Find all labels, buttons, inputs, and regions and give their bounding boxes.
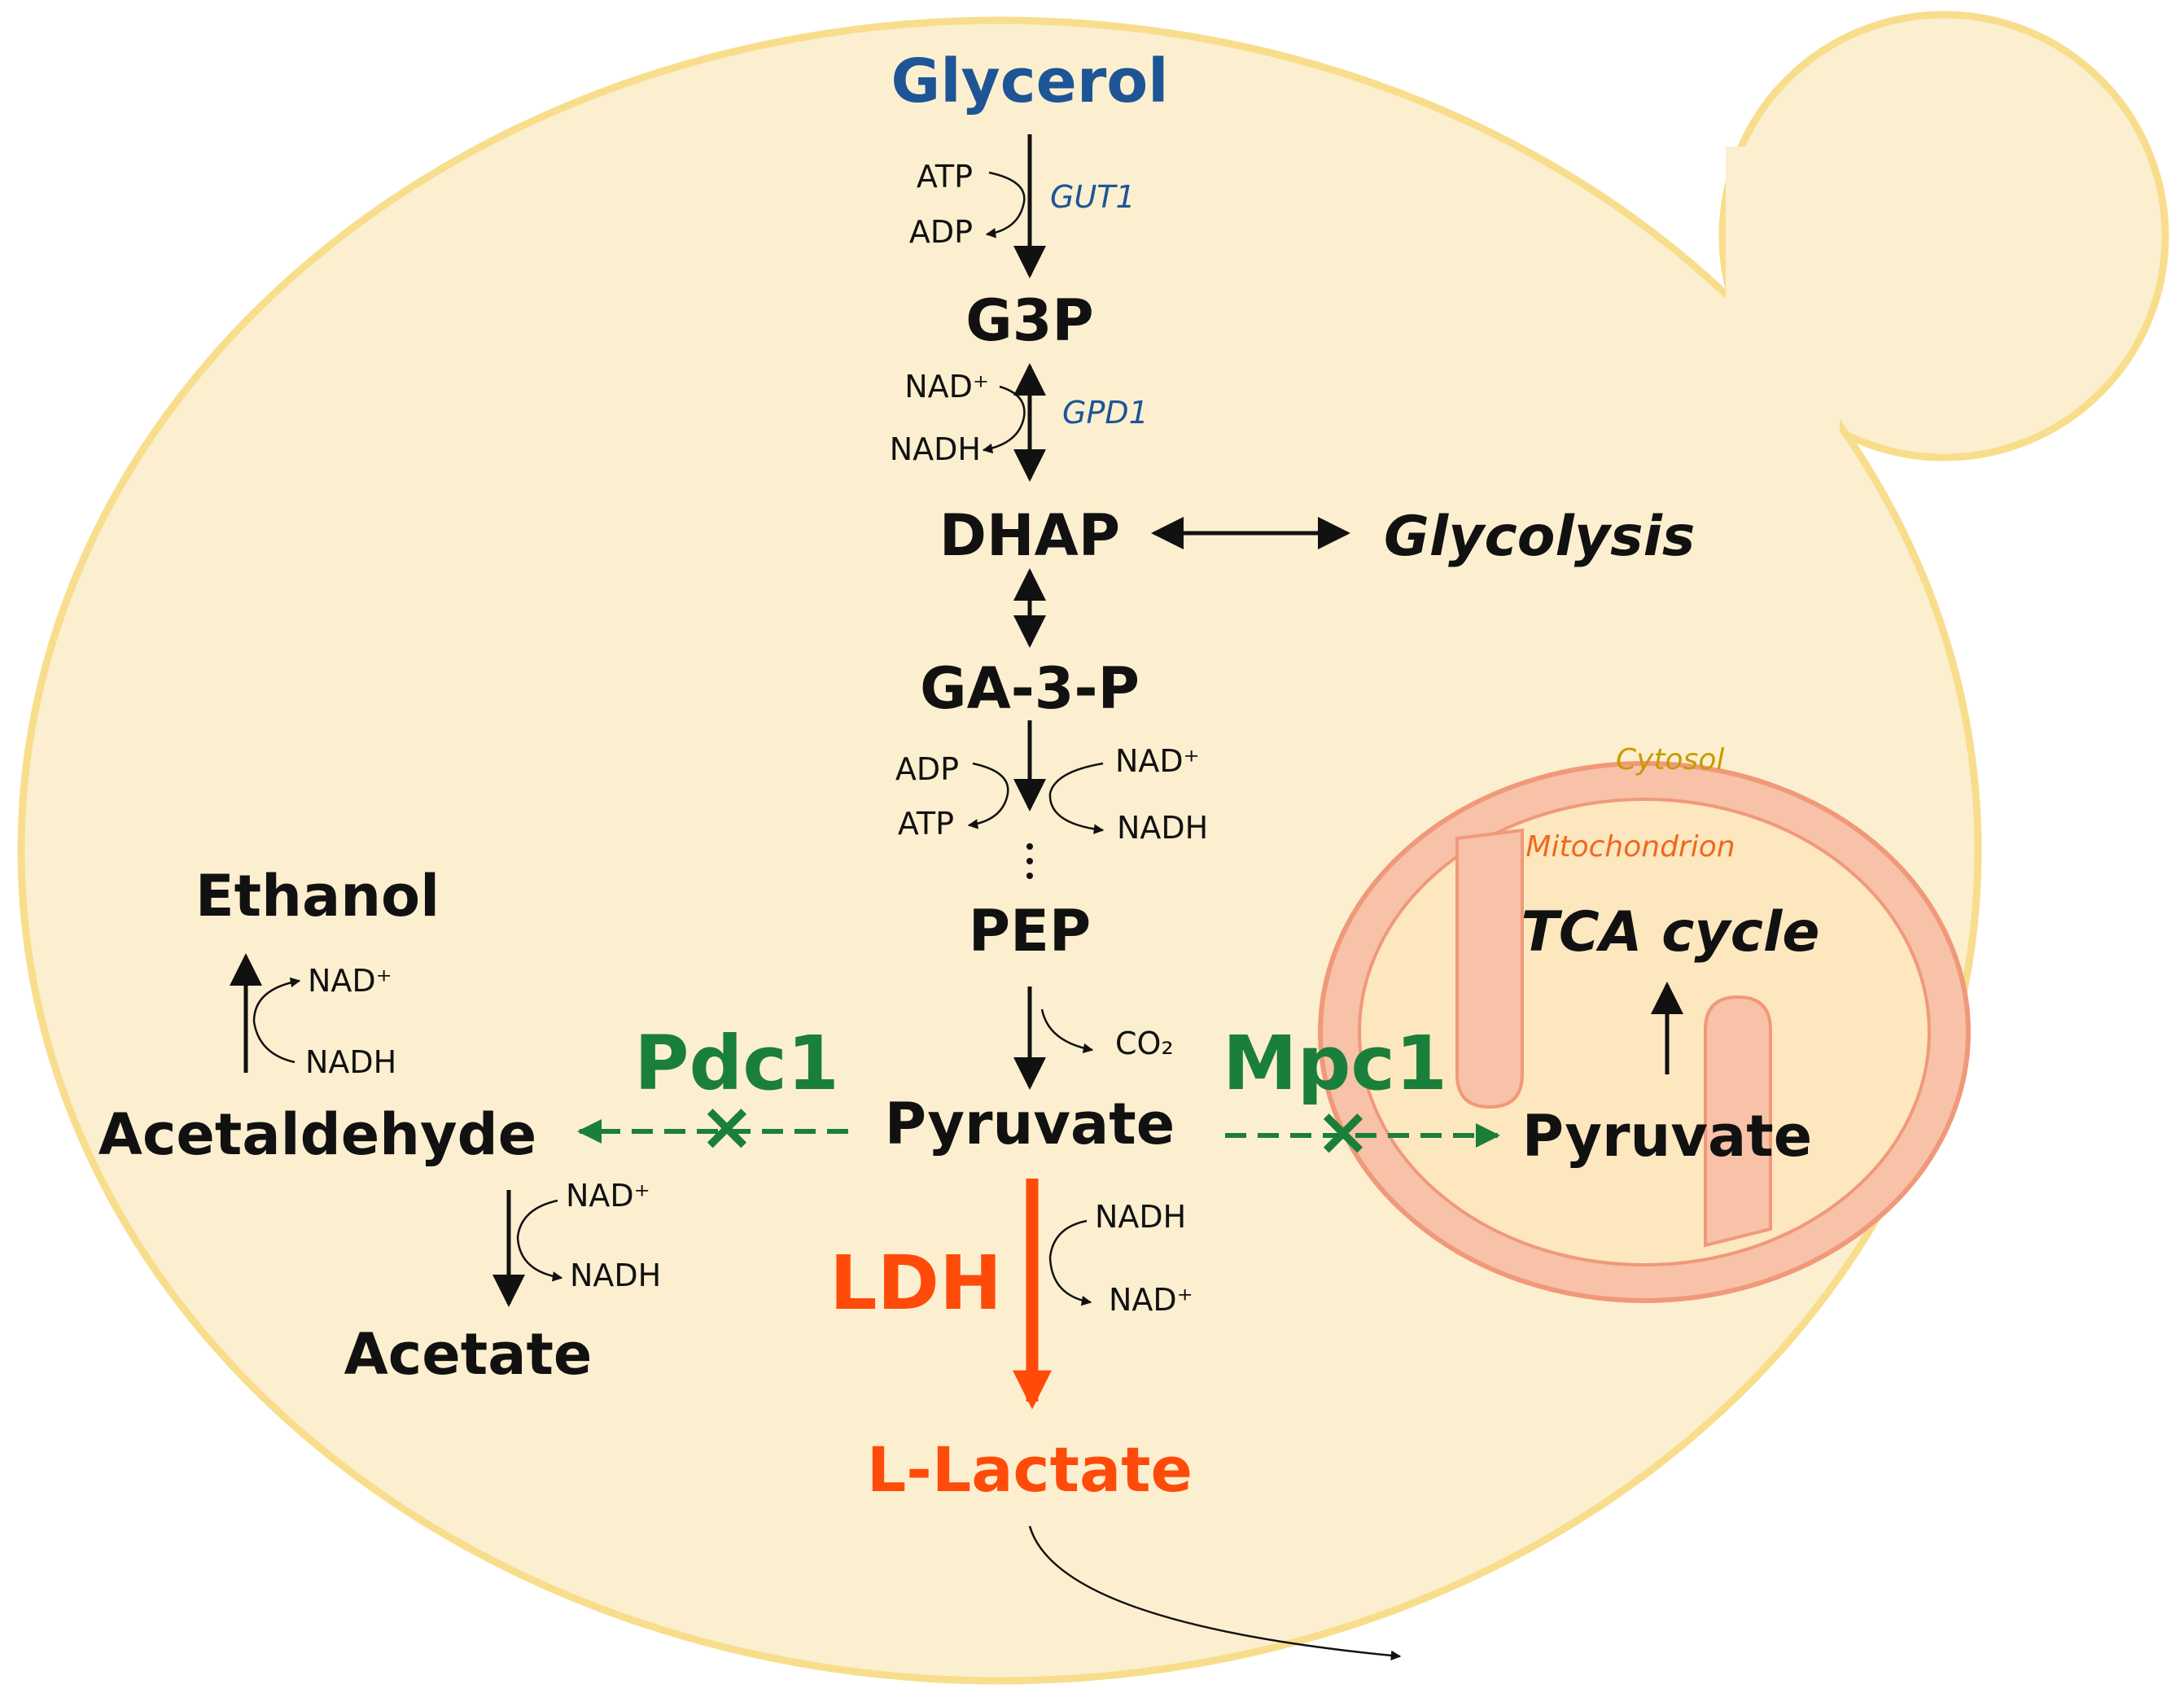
gut1-atp-label: ATP	[917, 159, 973, 195]
ga3p-nadh-label: NADH	[1117, 810, 1208, 846]
co2-label: CO₂	[1115, 1026, 1174, 1061]
ethanol-cofactor-curve	[252, 977, 301, 1064]
gpd1-cofactor-curve	[982, 385, 1026, 454]
glycerol-label: Glycerol	[891, 46, 1168, 116]
dhap-label: DHAP	[939, 502, 1120, 569]
l-lactate-label: L-Lactate	[867, 1433, 1193, 1506]
ethanol-nad-label: NAD⁺	[308, 963, 392, 999]
mitochondrion-crista-right	[1704, 995, 1772, 1248]
ga3p-right-cofactor-curve	[1048, 762, 1105, 834]
ldh-nad-label: NAD⁺	[1109, 1282, 1193, 1318]
acetate-cofactor-curve	[516, 1199, 563, 1282]
g3p-label: G3P	[965, 287, 1093, 354]
gpd1-nad-label: NAD⁺	[904, 369, 989, 405]
lactate-export-arrow	[1028, 1525, 1402, 1661]
ga3p-label: GA-3-P	[920, 655, 1140, 722]
acetaldehyde-label: Acetaldehyde	[98, 1101, 536, 1168]
mpc1-gene-label: Mpc1	[1223, 1020, 1447, 1107]
acetate-nad-label: NAD⁺	[566, 1178, 650, 1214]
ga3p-atp-label: ATP	[898, 806, 954, 842]
gut1-gene-label: GUT1	[1050, 179, 1136, 215]
pep-label: PEP	[969, 898, 1091, 965]
pathway-continuation-dot	[1026, 843, 1033, 850]
pyruvate-label: Pyruvate	[885, 1091, 1175, 1157]
ldh-gene-label: LDH	[829, 1240, 1002, 1327]
mitochondrion-crista-left	[1455, 828, 1524, 1109]
pathway-continuation-dot	[1026, 858, 1033, 864]
ga3p-left-cofactor-curve	[967, 762, 1009, 829]
cytosol-label: Cytosol	[1616, 743, 1724, 776]
tca-cycle-label: TCA cycle	[1521, 900, 1820, 965]
pdc1-knockout-mark: ×	[699, 1088, 755, 1166]
ldh-cofactor-curve	[1048, 1219, 1092, 1306]
gut1-cofactor-curve	[985, 171, 1026, 238]
mitochondrion-label: Mitochondrion	[1525, 830, 1735, 864]
co2-release-curve	[1040, 1008, 1094, 1054]
ethanol-nadh-label: NADH	[305, 1044, 396, 1080]
ethanol-label: Ethanol	[195, 863, 440, 930]
pathway-continuation-dot	[1026, 873, 1033, 879]
ga3p-nad-label: NAD⁺	[1115, 743, 1200, 779]
pdc1-gene-label: Pdc1	[634, 1020, 839, 1107]
gut1-adp-label: ADP	[909, 214, 973, 250]
acetate-nadh-label: NADH	[570, 1258, 661, 1293]
acetate-label: Acetate	[344, 1321, 593, 1388]
gpd1-nadh-label: NADH	[890, 431, 981, 467]
glycolysis-label: Glycolysis	[1384, 505, 1695, 569]
mpc1-knockout-mark: ×	[1315, 1093, 1372, 1170]
ldh-nadh-label: NADH	[1095, 1199, 1186, 1235]
cell-junction-fill	[1726, 147, 1840, 488]
ga3p-adp-label: ADP	[895, 751, 959, 787]
mito-pyruvate-label: Pyruvate	[1522, 1103, 1812, 1170]
gpd1-gene-label: GPD1	[1062, 395, 1149, 431]
